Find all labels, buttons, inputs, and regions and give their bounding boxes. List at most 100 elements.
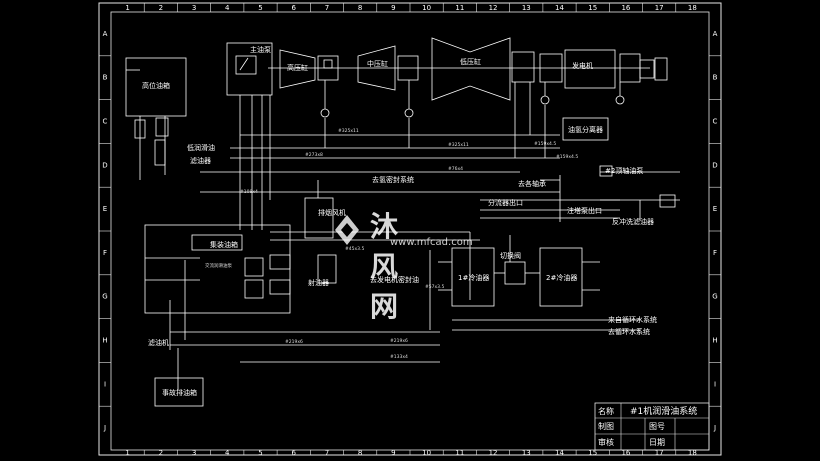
outer-frame (98, 2, 722, 456)
label-to-oil-seal: 去氢密封系统 (372, 175, 414, 184)
zone-row-label: A (103, 30, 108, 38)
label-aux-pump: 交流润滑油泵 (205, 262, 232, 269)
zone-row-label: B (103, 74, 108, 82)
zone-col-label: 15 (588, 4, 597, 12)
title-name-value: #1机润滑油系统 (630, 405, 697, 417)
label-circ-in: 来自循环水系统 (608, 315, 657, 324)
zone-col-label: 4 (225, 449, 230, 457)
zone-row-label: E (713, 205, 717, 213)
main-tank-box (144, 224, 291, 314)
zone-col-label: 7 (325, 4, 329, 12)
label-cooler-1: 1#冷油器 (458, 273, 489, 282)
inner-frame (110, 11, 710, 451)
zone-row-label: I (104, 380, 106, 388)
zone-col-label: 5 (258, 4, 262, 12)
zone-col-label: 1 (125, 4, 129, 12)
zone-row-label: C (713, 118, 718, 126)
hp-cylinder-shape (279, 49, 316, 89)
zone-row-label: I (714, 380, 716, 388)
pipe-code: #273x8 (305, 152, 323, 158)
label-oil-separator: 油氢分离器 (568, 125, 603, 134)
dirty-tank-box (154, 377, 204, 407)
pipe-code: #219x6 (285, 339, 303, 345)
title-date-label: 日期 (649, 438, 665, 447)
pipe-code: #325x11 (338, 128, 359, 134)
label-lp-cylinder: 低压缸 (460, 57, 481, 66)
main-pump-box (226, 42, 273, 96)
watermark-title: 沐风网 (370, 210, 401, 323)
label-top-pump: #2顶轴油泵 (605, 166, 643, 175)
label-switch-valve: 切换阀 (500, 251, 521, 260)
zone-row-label: C (103, 118, 108, 126)
label-dirty-tank: 事故排油箱 (162, 388, 197, 397)
label-to-gen-seal: 去发电机密封油 (370, 275, 419, 284)
zone-col-label: 13 (522, 4, 531, 12)
zone-col-label: 17 (655, 4, 664, 12)
zone-col-label: 14 (555, 449, 564, 457)
zone-row-label: D (712, 161, 717, 169)
label-from-filter: 注塔泵出口 (567, 206, 602, 215)
pipe-code: #159x4.5 (534, 141, 556, 147)
zone-col-label: 18 (688, 449, 697, 457)
zone-col-label: 10 (422, 449, 431, 457)
high-tank-box (125, 57, 187, 117)
label-circ-out: 去循环水系统 (608, 327, 650, 336)
cooler-2-box (539, 247, 583, 307)
zone-col-label: 8 (358, 4, 362, 12)
zone-col-label: 16 (621, 449, 630, 457)
title-drawing-no-label: 图号 (649, 422, 665, 431)
main-tank (144, 224, 291, 314)
title-drawn-label: 制图 (598, 421, 614, 431)
zone-row-label: H (102, 337, 107, 345)
zone-col-label: 12 (489, 4, 498, 12)
title-check-label: 审核 (598, 437, 614, 447)
zone-row-label: F (713, 249, 717, 257)
zone-col-label: 7 (325, 449, 329, 457)
turbine-train (226, 37, 668, 141)
ip-cylinder-shape (357, 45, 396, 91)
zone-col-label: 14 (555, 4, 564, 12)
watermark-logo-icon (335, 215, 359, 245)
zone-col-label: 2 (159, 449, 163, 457)
zone-col-label: 6 (291, 4, 296, 12)
label-generator: 发电机 (572, 61, 593, 70)
label-main-pump: 主油泵 (250, 45, 271, 54)
pipe-code: #133x4 (390, 354, 408, 360)
zone-col-label: 6 (291, 449, 296, 457)
zone-col-label: 9 (391, 449, 395, 457)
pipe-code: #159x4.5 (556, 154, 578, 160)
zone-row-label: J (713, 424, 716, 432)
label-hp-cylinder: 高压缸 (287, 63, 308, 72)
zone-col-label: 2 (159, 4, 163, 12)
label-cooler-2: 2#冷油器 (546, 273, 577, 282)
label-from-top: 分流器出口 (488, 198, 523, 207)
zone-row-label: G (102, 293, 107, 301)
watermark-url: www.mfcad.com (390, 237, 473, 248)
pipe-code: #45x3.5 (345, 246, 364, 252)
zone-col-label: 17 (655, 449, 664, 457)
zone-col-label: 13 (522, 449, 531, 457)
title-block: 名称 #1机润滑油系统 制图 图号 审核 日期 (594, 402, 710, 451)
label-lo-filter: 低润滑油 (187, 143, 215, 152)
zone-col-label: 1 (125, 449, 129, 457)
pipe-code: #108x4 (240, 189, 258, 195)
label-ip-cylinder: 中压缸 (367, 59, 388, 68)
oil-separator-box (562, 117, 609, 141)
zone-col-label: 12 (489, 449, 498, 457)
zone-col-label: 16 (621, 4, 630, 12)
zone-col-label: 3 (192, 449, 196, 457)
text-labels: 主油泵 高压缸 中压缸 低压缸 发电机 高位油箱 低润滑油 滤油器 油氢分离器 … (142, 45, 657, 397)
zone-row-label: D (102, 161, 107, 169)
switch-valve-box (504, 261, 526, 285)
cooler-1-box (451, 247, 495, 307)
pipe-code: #219x6 (390, 338, 408, 344)
pipe-code: #57x3.5 (425, 284, 444, 290)
zone-col-label: 11 (455, 4, 464, 12)
zone-col-label: 4 (225, 4, 230, 12)
lp-cylinder-shape (431, 37, 511, 101)
label-jack-pump: 射油器 (308, 278, 329, 287)
zone-col-label: 8 (358, 449, 362, 457)
title-name-label: 名称 (598, 406, 614, 416)
zone-col-label: 9 (391, 4, 395, 12)
